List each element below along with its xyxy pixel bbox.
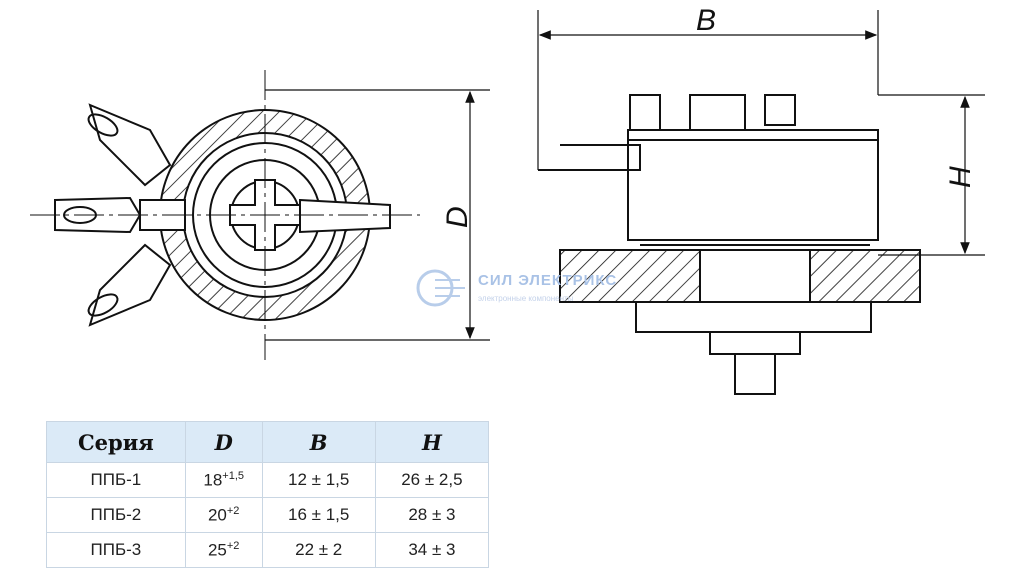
cell-h: 34 ± 3 [374, 532, 490, 568]
d-tolerance: +2 [226, 504, 240, 517]
cell-series: ППБ-3 [46, 532, 186, 568]
watermark-brand: СИЛ ЭЛЕКТРИКС [478, 272, 618, 289]
table-row: ППБ-1 18+1,5 12 ± 1,5 26 ± 2,5 [46, 462, 490, 498]
cell-d: 18+1,5 [184, 462, 263, 498]
cell-series: ППБ-1 [46, 462, 186, 498]
watermark-tagline: электронные компоненты [478, 294, 574, 303]
dimension-label-h: H [944, 166, 977, 188]
table-row: ППБ-3 25+2 22 ± 2 34 ± 3 [46, 532, 490, 568]
table-header-row: Серия D B H [46, 421, 490, 463]
d-value: 18 [203, 470, 223, 490]
cell-b: 22 ± 2 [261, 532, 376, 568]
cell-h: 26 ± 2,5 [374, 462, 490, 498]
table-row: ППБ-2 20+2 16 ± 1,5 28 ± 3 [46, 497, 490, 533]
d-value: 25 [207, 540, 227, 560]
d-tolerance: +1,5 [222, 469, 244, 482]
front-view [30, 70, 490, 360]
cell-b: 16 ± 1,5 [261, 497, 376, 533]
cell-series: ППБ-2 [46, 497, 186, 533]
dimensions-table: Серия D B H ППБ-1 18+1,5 12 ± 1,5 26 ± 2… [46, 421, 490, 568]
d-value: 20 [207, 505, 227, 525]
header-d: D [184, 421, 263, 463]
header-b: B [261, 421, 376, 463]
header-h: H [374, 421, 490, 463]
cell-h: 28 ± 3 [374, 497, 490, 533]
d-tolerance: +2 [226, 539, 240, 552]
cell-d: 20+2 [184, 497, 263, 533]
cell-b: 12 ± 1,5 [261, 462, 376, 498]
dimension-label-b: B [696, 4, 716, 37]
header-series: Серия [46, 421, 186, 463]
watermark-logo-icon [416, 269, 465, 307]
cell-d: 25+2 [184, 532, 263, 568]
side-view [537, 10, 985, 395]
terminal-lugs [54, 103, 172, 327]
dimension-label-d: D [441, 206, 474, 228]
